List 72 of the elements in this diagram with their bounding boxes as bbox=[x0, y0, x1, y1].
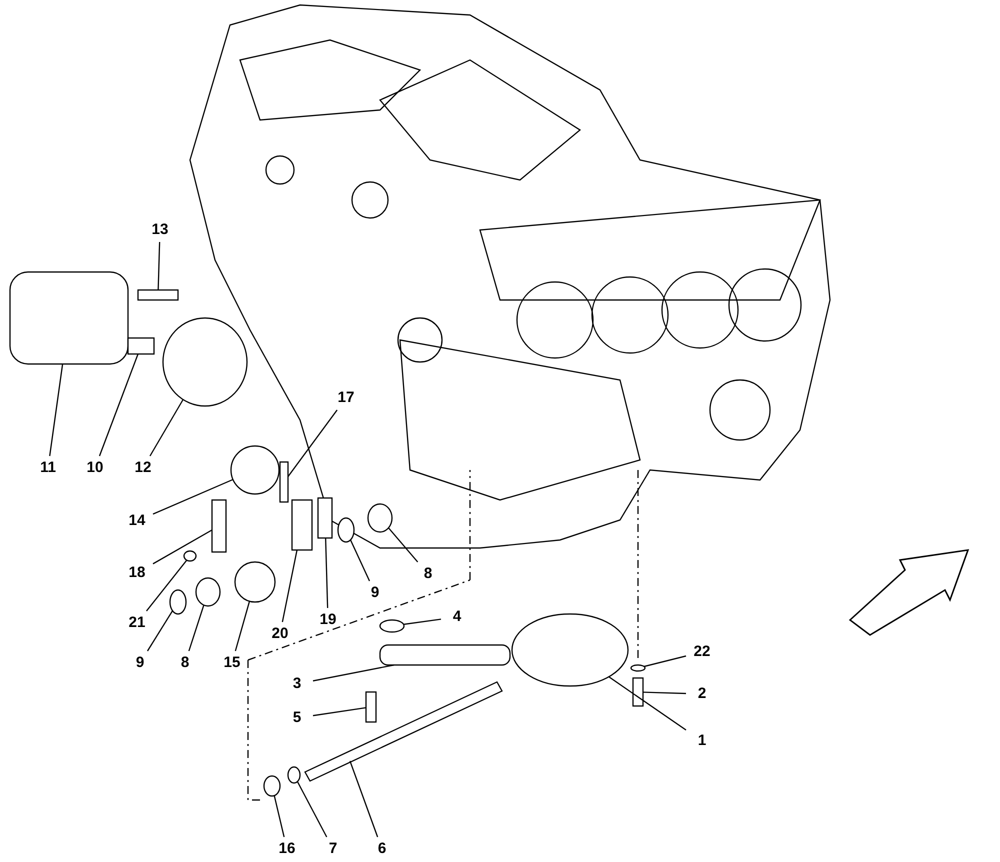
leader-line bbox=[404, 618, 442, 625]
leader-line bbox=[349, 760, 378, 838]
leader-line bbox=[152, 529, 212, 564]
leader-line bbox=[146, 560, 188, 612]
leader-line bbox=[188, 604, 204, 652]
leader-line bbox=[350, 540, 370, 582]
chain-drawing bbox=[279, 461, 289, 503]
leader-line bbox=[644, 655, 686, 668]
chain-guide-drawing bbox=[211, 499, 227, 553]
leader-line bbox=[312, 707, 366, 716]
bearing-drawing bbox=[195, 577, 221, 607]
callout-number: 1 bbox=[688, 731, 716, 751]
o-ring-drawing bbox=[379, 619, 405, 633]
filter-adapter-drawing bbox=[127, 337, 155, 355]
callout-number: 9 bbox=[361, 583, 389, 603]
callout-number: 8 bbox=[414, 564, 442, 584]
leader-line bbox=[282, 550, 298, 622]
callout-number: 4 bbox=[443, 607, 471, 627]
callout-number: 7 bbox=[319, 839, 347, 859]
circlip-drawing bbox=[169, 589, 187, 615]
chain-tensioner-drawing bbox=[291, 499, 313, 551]
leader-line bbox=[274, 795, 285, 838]
callout-number: 5 bbox=[283, 708, 311, 728]
washer-drawing bbox=[630, 664, 646, 672]
circlip-drawing bbox=[263, 775, 281, 797]
leader-line bbox=[49, 364, 64, 456]
suction-pipe-drawing bbox=[379, 644, 511, 666]
callout-number: 6 bbox=[368, 839, 396, 859]
filter-housing-drawing bbox=[162, 317, 248, 407]
callout-number: 8 bbox=[171, 653, 199, 673]
callout-number: 2 bbox=[688, 684, 716, 704]
callout-number: 15 bbox=[218, 653, 246, 673]
callout-number: 17 bbox=[332, 388, 360, 408]
callout-number: 3 bbox=[283, 674, 311, 694]
leader-line bbox=[296, 781, 328, 838]
callout-number: 10 bbox=[81, 458, 109, 478]
callout-number: 12 bbox=[129, 458, 157, 478]
callout-number: 14 bbox=[123, 511, 151, 531]
leader-line bbox=[149, 399, 184, 456]
callout-number: 11 bbox=[34, 458, 62, 478]
oil-pump-drawing bbox=[511, 613, 629, 687]
bolt-drawing bbox=[632, 677, 644, 707]
leader-line bbox=[98, 354, 139, 456]
callout-number: 9 bbox=[126, 653, 154, 673]
circlip-drawing bbox=[287, 766, 301, 784]
circlip-drawing bbox=[337, 517, 355, 543]
sprocket-drawing bbox=[230, 445, 280, 495]
leader-line bbox=[147, 610, 173, 652]
screw-drawing bbox=[137, 289, 179, 301]
callout-number: 22 bbox=[688, 642, 716, 662]
bearing-drawing bbox=[367, 503, 393, 533]
callout-number: 19 bbox=[314, 610, 342, 630]
oil-filter-drawing bbox=[9, 271, 129, 365]
delivery-pipe-drawing bbox=[304, 681, 503, 782]
sprocket-drawing bbox=[234, 561, 276, 603]
callout-number: 21 bbox=[123, 613, 151, 633]
callout-number: 16 bbox=[273, 839, 301, 859]
callout-number: 20 bbox=[266, 624, 294, 644]
leader-line bbox=[608, 676, 686, 730]
leader-line bbox=[288, 410, 338, 477]
bolt-drawing bbox=[365, 691, 377, 723]
leader-line bbox=[152, 478, 234, 515]
leader-line bbox=[234, 601, 250, 652]
screw-drawing bbox=[183, 550, 197, 562]
leader-line bbox=[325, 538, 328, 608]
leader-line bbox=[388, 528, 418, 562]
tensioner-bracket-drawing bbox=[317, 497, 333, 539]
leader-line bbox=[642, 692, 686, 694]
callout-number: 18 bbox=[123, 563, 151, 583]
leader-line bbox=[158, 242, 160, 290]
callout-number: 13 bbox=[146, 220, 174, 240]
leader-line bbox=[312, 664, 394, 682]
